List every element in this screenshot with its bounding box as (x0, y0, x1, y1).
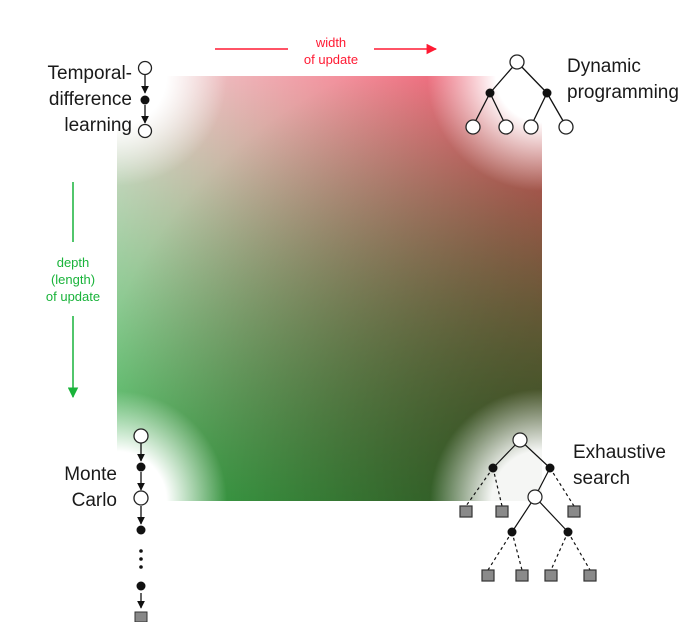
td-backup-diagram (137, 60, 153, 139)
mc-backup-diagram (133, 428, 149, 622)
ellipsis-dot (139, 549, 143, 553)
exhaustive-search-tree (459, 432, 597, 582)
ellipsis-dot (139, 557, 143, 561)
label-monte-carlo: Monte Carlo (64, 464, 117, 511)
corner-glow-bottom-right (430, 389, 542, 501)
corner-glow-bottom-left (117, 391, 227, 501)
corner-glow-top-right (427, 76, 542, 191)
label-temporal-difference: Temporal- difference learning (47, 63, 132, 136)
depth-axis-label: depth (length) of update (45, 255, 101, 304)
watermark: https://blog.csdn.net/def_init_myself (438, 596, 668, 612)
label-dynamic-programming: Dynamic programming (567, 56, 679, 103)
dp-backup-diagram (465, 54, 574, 135)
label-exhaustive-search: Exhaustive search (573, 442, 666, 489)
ellipsis-dot (139, 565, 143, 569)
width-axis-label: width of update (303, 35, 359, 67)
